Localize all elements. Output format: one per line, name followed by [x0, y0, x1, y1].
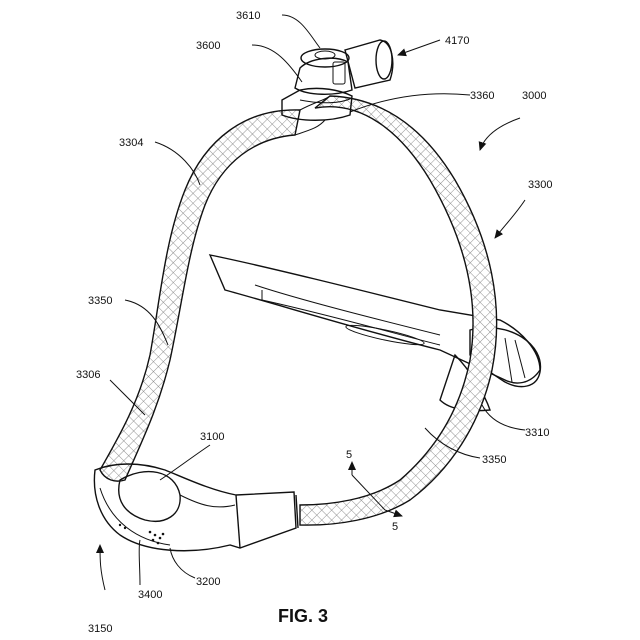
label-3310: 3310 [525, 427, 549, 439]
label-3000: 3000 [522, 90, 546, 102]
label-3200: 3200 [196, 576, 220, 588]
figure-caption: FIG. 3 [278, 606, 328, 626]
label-3350-left: 3350 [88, 295, 112, 307]
label-3306: 3306 [76, 369, 100, 381]
label-3300: 3300 [528, 179, 552, 191]
label-3150: 3150 [88, 623, 112, 635]
label-5-bottom: 5 [392, 521, 398, 533]
label-4170: 4170 [445, 35, 469, 47]
label-3360: 3360 [470, 90, 494, 102]
label-3610: 3610 [236, 10, 260, 22]
label-3304: 3304 [119, 137, 143, 149]
label-3100: 3100 [200, 431, 224, 443]
label-3600: 3600 [196, 40, 220, 52]
label-5-top: 5 [346, 449, 352, 461]
cushion-module [94, 464, 298, 551]
label-3400: 3400 [138, 589, 162, 601]
label-3350-right: 3350 [482, 454, 506, 466]
